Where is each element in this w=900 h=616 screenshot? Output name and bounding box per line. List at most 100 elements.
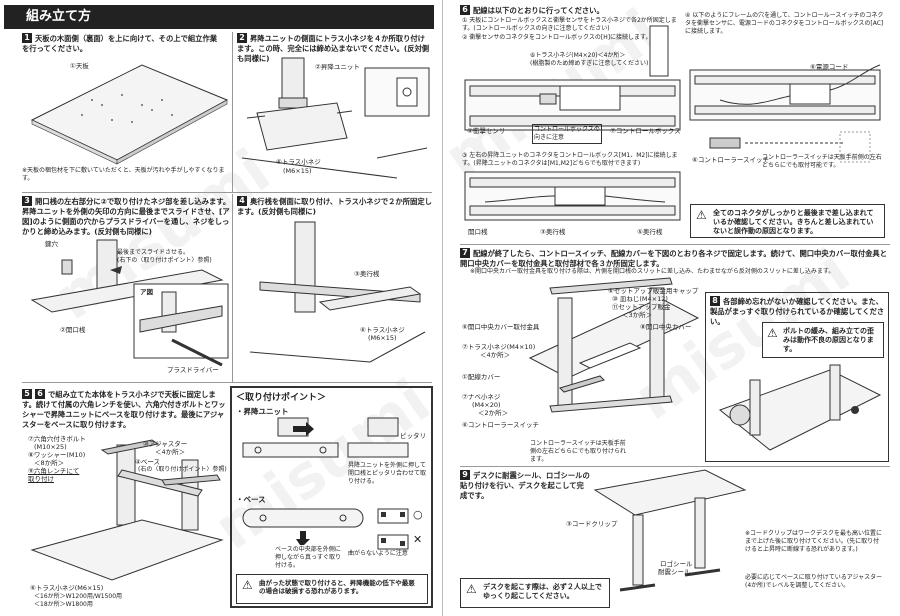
lift-unit-fit-illustration <box>242 417 409 458</box>
label-wire-cover: ①配線カバー <box>462 373 501 381</box>
label-pan-screw: ⑦ナベ小ネジ <box>462 393 501 401</box>
warning-icon: ⚠ <box>696 208 707 222</box>
step-number: 5 <box>22 389 32 399</box>
step-number: 6 <box>35 389 45 399</box>
label-controller-switch: ⑥コントローラースイッチ <box>462 421 540 429</box>
step-7-note: ※開口中央カバー取付金具を取り付ける際は、片側を開口桟のスリットに差し込み、たわ… <box>470 268 835 275</box>
switch-wiring-illustration <box>689 64 881 163</box>
opening-rail-illustration <box>30 239 229 367</box>
step-number: 3 <box>22 196 32 206</box>
label-power-cord: ⑥電源コード <box>810 63 849 71</box>
note: ※天板の梱包材を下に敷いていただくと、天板が汚れや手がしやすくなります。 <box>22 167 225 182</box>
label-cord-clip: ③コードクリップ <box>566 520 618 528</box>
step-number: 1 <box>22 33 32 43</box>
label-shock-sensor: ④衝撃センサ <box>467 127 506 135</box>
step-text: 各部締め忘れがないか確認してください。また、製品がまっすぐ取り付けられているか確… <box>710 297 885 326</box>
step-number: 4 <box>237 196 247 206</box>
lift-unit-illustration <box>241 57 430 179</box>
label-base: ④ベース <box>135 458 161 466</box>
label-tabletop: ①天板 <box>70 62 89 70</box>
warning-text: 全てのコネクタがしっかりと最後まで差し込まれているか確認してください。きちんと差… <box>713 209 874 235</box>
mounting-points-title: ＜取り付けポイント＞ <box>236 393 327 403</box>
step-number: 9 <box>460 470 470 480</box>
wiring-step-4: ④ 以下のようにフレームの穴を通して、コントロールースイッチのコネクタを衝撃セン… <box>685 12 884 35</box>
note-lift-unit: 昇降ユニットを外側に押して開口桟とピッタリ合わせて取り付ける。 <box>348 462 427 485</box>
label-bolt-size: (M10×25) <box>34 443 67 451</box>
step-number: 8 <box>710 296 720 306</box>
label-screw-m4: ⑥トラス小ネジ(M4×20)＜4か所＞ <box>530 52 626 59</box>
label-cap: ⑥セットアップ販金用キャップ <box>608 287 699 295</box>
label-exact-fit: ピッタリ <box>400 432 426 440</box>
step-number: 7 <box>460 248 470 258</box>
tabletop-illustration <box>30 64 229 165</box>
warning-text: 曲がった状態で取り付けると、昇降機能の低下や最悪の場合は破損する恐れがあります。 <box>259 579 415 595</box>
step-text: 開口桟の左右部分に②で取り付けたネジ部を差し込みます。昇降ユニットを外側の矢印の… <box>22 197 231 236</box>
control-box-illustration <box>464 25 681 131</box>
heading-base: ・ベース <box>236 495 266 504</box>
depth-rail-illustration <box>249 221 426 363</box>
label-screw-m4x10: ⑦トラス小ネジ(M4×10) <box>462 343 536 351</box>
finished-desk-illustration <box>593 469 747 592</box>
note-switch-position: コントローラースイッチは天板手前側の左右どちらにでも取付可能です。 <box>762 154 882 169</box>
label-quake-sticker: 耐震シール <box>658 568 691 576</box>
label-control-box: ⑦コントロールボックス <box>610 127 681 135</box>
label-screw-count: ＜16か所＞W1200用/W1500用 <box>34 593 123 600</box>
warning-icon: ⚠ <box>466 582 477 596</box>
warning-bend: ⚠ 曲がった状態で取り付けると、昇降機能の低下や最悪の場合は破損する恐れがあります… <box>236 574 428 604</box>
wiring-step-2: ② 衝撃センサのコネクタをコントロールボックスの[H]に接続します。 <box>462 34 652 41</box>
label-screw-size: (M6×15) <box>368 334 397 342</box>
label-base-ref: (右の〈取り付けポイント〉参照) <box>138 466 227 473</box>
base-assembly-illustration <box>30 439 224 581</box>
warning-icon: ⚠ <box>767 326 778 340</box>
mounting-points-box <box>230 386 433 608</box>
label-depth-rail-a: ③奥行桟 <box>540 228 566 236</box>
base-fit-illustration <box>242 508 409 550</box>
label-cover-bracket: ⑥開口中央カバー取付金具 <box>462 323 540 331</box>
label-opening-rail: ②開口桟 <box>60 326 86 334</box>
mark-ok: ○ <box>413 508 423 521</box>
label-washer-count: ＜8か所＞ <box>34 459 65 467</box>
label-screw-size: (M6×15) <box>283 167 312 175</box>
heading-lift-unit: ・昇降ユニット <box>236 407 289 416</box>
label-pan-screw-size: (M4×20) <box>472 401 501 409</box>
label-depth-rail: ③奥行桟 <box>354 270 380 278</box>
label-keyhole: 鍵穴 <box>45 240 58 248</box>
step-number: 2 <box>237 33 247 43</box>
label-washer: ⑧ワッシャー(M10) <box>28 451 86 459</box>
label-screw-count: ＜4か所＞ <box>480 351 511 359</box>
label-adjuster: ⑩アジャスター <box>143 440 188 448</box>
warning-connectors: ⚠ 全てのコネクタがしっかりと最後まで差し込まれているか確認してください。きちんと… <box>690 204 885 238</box>
label-slide: 最後までスライドさせる。 <box>117 249 190 256</box>
warning-bolt: ⚠ ボルトの緩み、組み立ての歪みは動作不良の原因となります。 <box>762 322 884 358</box>
label-bolt: ⑦六角穴付きボルト <box>28 435 86 443</box>
label-metal-count: ＜3か所＞ <box>622 311 653 319</box>
step-text: 天板の木面側（裏面）を上に向けて、その上で組立作業を行ってください。 <box>22 34 218 53</box>
step-text: 昇降ユニットの側面にトラス小ネジを４か所取り付けます。この時、完全には締め込まな… <box>237 34 430 63</box>
note-dont-bend: 曲がらないように注意 <box>348 550 408 557</box>
label-hex-wrench-b: 取り付け <box>28 475 54 483</box>
label-pan-screw-count: ＜2か所＞ <box>478 409 509 417</box>
note-base: ベースの中央部を外側に押しながら真っすぐ取り付ける。 <box>275 546 342 569</box>
label-metal: ⑪セットアップ販金 <box>612 303 671 311</box>
label-screw: ⑥トラス小ネジ <box>360 326 405 334</box>
step-number: 6 <box>460 5 470 15</box>
label-screwdriver: プラスドライバー <box>167 366 219 374</box>
lift-connector-illustration <box>464 171 681 221</box>
wiring-step-3: ③ 左右の昇降ユニットのコネクタをコントロールボックス[M1、M2]に接続します… <box>462 152 678 167</box>
label-controller-switch: ⑥コントローラースイッチ <box>692 156 770 164</box>
label-opening-rail: 開口桟 <box>468 228 488 236</box>
warning-icon: ⚠ <box>242 578 253 592</box>
label-screw: ⑥トラス小ネジ(M6×15) <box>30 584 104 592</box>
warning-text: ボルトの緩み、組み立ての歪みは動作不良の原因となります。 <box>783 327 874 353</box>
step-text: 配線が終了したら、コントロースイッチ、配線カバーを下図のとおり各ネジで固定します… <box>460 249 888 268</box>
label-ref: (右下の〈取り付けポイント〉参照) <box>117 257 212 264</box>
label-screw-note: (樹脂製のため締めすぎに注意してください) <box>530 60 649 67</box>
label-adjuster-count: ＜4か所＞ <box>155 448 186 456</box>
label-center-cover: ⑧開口中央カバー <box>640 323 692 331</box>
